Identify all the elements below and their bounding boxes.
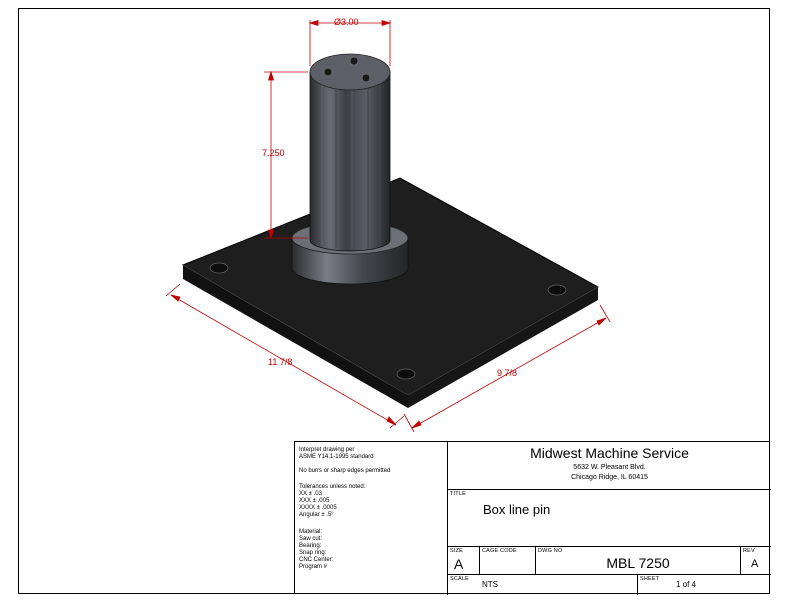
size-label: SIZE — [450, 548, 464, 554]
scale-value: NTS — [482, 580, 498, 589]
size-cell: SIZE A — [448, 547, 480, 575]
sheet-label: SHEET — [640, 576, 660, 582]
drawing-title: Box line pin — [483, 502, 551, 517]
title-cell: TITLE Box line pin — [448, 490, 771, 547]
company-address-1: 5632 W. Pleasant Blvd. — [573, 464, 646, 471]
note-interpret-2: ASME Y14.1-1995 standard — [299, 454, 374, 460]
company-panel: Midwest Machine Service 5632 W. Pleasant… — [448, 442, 771, 490]
note-tolerance-xxx: XXX ± .005 — [299, 498, 330, 504]
note-tolerance-heading: Tolerances unless noted: — [299, 484, 366, 490]
note-saw-cut: Saw cut: — [299, 536, 323, 542]
note-interpret-1: Interpret drawing per — [299, 447, 355, 453]
note-tolerance-xxxx: XXXX ± .0005 — [299, 505, 337, 511]
note-burrs: No burrs or sharp edges permitted — [299, 468, 391, 474]
pin-shaft — [309, 53, 391, 252]
cage-code-cell: CAGE CODE — [480, 547, 536, 575]
dimension-lines — [165, 19, 611, 433]
sheet-cell: SHEET 1 of 4 — [638, 575, 771, 595]
notes-panel: Interpret drawing per ASME Y14.1-1995 st… — [295, 442, 448, 595]
rev-cell: REV A — [741, 547, 771, 575]
rev-value: A — [751, 558, 759, 570]
note-cnc-center: CNC Center: — [299, 557, 334, 563]
note-tolerance-angular: Angular ± .5° — [299, 512, 334, 518]
sheet-value: 1 of 4 — [676, 580, 697, 589]
base-plate — [181, 177, 600, 408]
rev-label: REV — [743, 548, 755, 554]
scale-label: SCALE — [450, 576, 470, 582]
scale-cell: SCALE NTS — [448, 575, 638, 595]
mount-holes — [209, 262, 567, 380]
note-program: Program # — [299, 564, 328, 570]
note-bearing: Bearing: — [299, 543, 322, 549]
title-block: Interpret drawing per ASME Y14.1-1995 st… — [294, 441, 771, 595]
dwg-no-cell: DWG NO MBL 7250 — [536, 547, 741, 575]
note-tolerance-xx: XX ± .03 — [299, 491, 322, 497]
size-value: A — [454, 556, 464, 572]
height-dimension: 7.250 — [262, 148, 285, 158]
diameter-dimension: Ø3.00 — [334, 17, 359, 27]
cage-code-label: CAGE CODE — [482, 548, 517, 554]
company-name: Midwest Machine Service — [530, 445, 689, 461]
dwg-no-value: MBL 7250 — [606, 555, 670, 571]
note-material: Material: — [299, 529, 323, 535]
dwg-no-label: DWG NO — [538, 548, 563, 554]
note-snap-ring: Snap ring: — [299, 550, 327, 556]
width-dimension: 9 7/8 — [497, 368, 518, 378]
company-address-2: Chicago Ridge, IL 60415 — [571, 474, 648, 481]
length-dimension: 11 7/8 — [268, 357, 293, 367]
title-label: TITLE — [450, 491, 466, 497]
